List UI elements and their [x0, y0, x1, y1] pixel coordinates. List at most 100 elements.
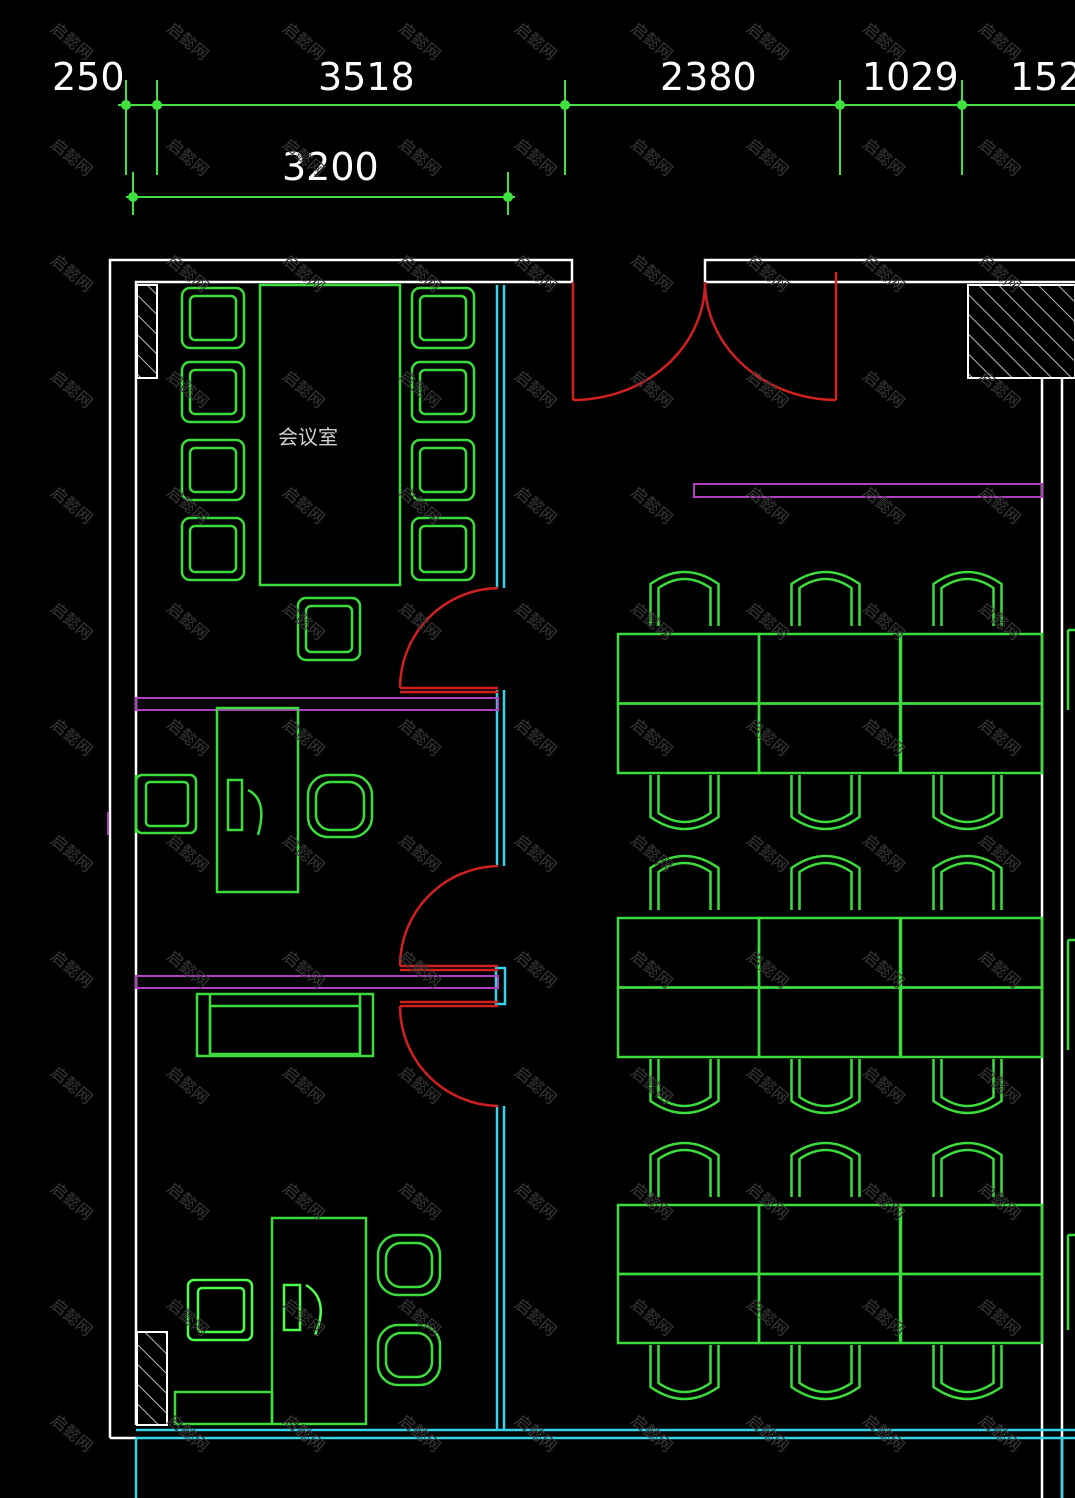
watermark-text: 启懿网 [511, 1063, 560, 1108]
office-3-phone [282, 1283, 323, 1336]
workstation-chair-c3-top-1 [649, 1141, 720, 1197]
watermark-text: 启懿网 [395, 1179, 444, 1224]
exterior-walls [108, 258, 1075, 1498]
office-2 [195, 992, 375, 1058]
workstation-chair-c3-bottom-1 [649, 1345, 720, 1401]
watermark-text: 启懿网 [859, 599, 908, 644]
watermark-text: 启懿网 [511, 1179, 560, 1224]
dimension-label-2380: 2380 [660, 55, 757, 99]
watermark-text: 启懿网 [511, 831, 560, 876]
watermark-text: 启懿网 [859, 483, 908, 528]
watermark-text: 启懿网 [163, 599, 212, 644]
watermark-text: 启懿网 [859, 1179, 908, 1224]
watermark-text: 启懿网 [859, 831, 908, 876]
watermark-text: 启懿网 [859, 251, 908, 296]
workstation-chair-c3-bottom-2 [790, 1345, 861, 1401]
dimension-label-3518: 3518 [318, 55, 415, 99]
watermark-text: 启懿网 [511, 135, 560, 180]
watermark-text: 启懿网 [511, 367, 560, 412]
workstation-chair-c1-bottom-3 [932, 775, 1003, 831]
workstation-desk-c1-top-1 [616, 632, 761, 705]
watermark-text: 启懿网 [47, 947, 96, 992]
office-3 [173, 1216, 442, 1426]
watermark-text: 启懿网 [47, 367, 96, 412]
office-3-desk [270, 1216, 368, 1426]
watermark-text: 启懿网 [743, 483, 792, 528]
watermark-text: 启懿网 [627, 947, 676, 992]
watermark-text: 启懿网 [511, 715, 560, 760]
watermark-text: 启懿网 [279, 19, 328, 64]
workstation-chair-c2-top-1 [649, 854, 720, 910]
dimension-label-1520: 1520 [1010, 55, 1075, 99]
office-3-visitor-chairs [376, 1233, 442, 1387]
watermark-text: 启懿网 [743, 1411, 792, 1456]
watermark-text: 启懿网 [511, 251, 560, 296]
watermark-text: 启懿网 [163, 1179, 212, 1224]
watermark-text: 启懿网 [627, 599, 676, 644]
watermark-text: 启懿网 [743, 251, 792, 296]
workstation-chair-c2-bottom-2 [790, 1059, 861, 1115]
watermark-text: 启懿网 [163, 947, 212, 992]
watermark-text: 启懿网 [627, 831, 676, 876]
workstation-chair-c1-bottom-2 [790, 775, 861, 831]
watermark-text: 启懿网 [743, 135, 792, 180]
meeting-table [258, 283, 402, 587]
workstation-chair-c3-top-2 [790, 1141, 861, 1197]
purple-partitions [107, 483, 1043, 989]
watermark-text: 启懿网 [627, 1411, 676, 1456]
hatched-column-top-right [967, 284, 1075, 379]
watermark-text: 启懿网 [859, 135, 908, 180]
watermark-text: 启懿网 [627, 367, 676, 412]
watermark-layer: 启懿网启懿网启懿网启懿网启懿网启懿网启懿网启懿网启懿网启懿网启懿网启懿网启懿网启… [47, 19, 1024, 1456]
watermark-text: 启懿网 [395, 135, 444, 180]
watermark-text: 启懿网 [163, 483, 212, 528]
watermark-text: 启懿网 [47, 135, 96, 180]
workstation-desk-c2-bottom-3 [899, 986, 1044, 1059]
watermark-text: 启懿网 [627, 251, 676, 296]
workstation-chair-c1-top-2 [790, 570, 861, 626]
office-1 [134, 706, 374, 894]
meeting-chairs-right [410, 286, 476, 582]
watermark-text: 启懿网 [975, 831, 1024, 876]
watermark-text: 启懿网 [627, 483, 676, 528]
watermark-text: 启懿网 [511, 947, 560, 992]
watermark-text: 启懿网 [395, 1411, 444, 1456]
office-1-visitor-chair [306, 773, 374, 839]
watermark-text: 启懿网 [743, 831, 792, 876]
workstation-desk-c1-bottom-3 [899, 702, 1044, 775]
watermark-text: 启懿网 [975, 599, 1024, 644]
watermark-text: 启懿网 [627, 1295, 676, 1340]
workstation-chair-c2-top-2 [790, 854, 861, 910]
watermark-text: 启懿网 [163, 135, 212, 180]
watermark-text: 启懿网 [279, 715, 328, 760]
watermark-text: 启懿网 [395, 715, 444, 760]
watermark-text: 启懿网 [279, 1063, 328, 1108]
watermark-text: 启懿网 [395, 831, 444, 876]
workstation-chair-c3-bottom-3 [932, 1345, 1003, 1401]
meeting-head-chair [296, 596, 362, 662]
watermark-text: 启懿网 [975, 1411, 1024, 1456]
watermark-text: 启懿网 [743, 1295, 792, 1340]
watermark-text: 启懿网 [279, 367, 328, 412]
watermark-text: 启懿网 [743, 715, 792, 760]
watermark-text: 启懿网 [859, 1411, 908, 1456]
watermark-text: 启懿网 [47, 599, 96, 644]
watermark-text: 启懿网 [47, 831, 96, 876]
workstation-chair-c1-bottom-1 [649, 775, 720, 831]
watermark-text: 启懿网 [511, 1411, 560, 1456]
open-workstations [616, 570, 1044, 1401]
workstation-chair-c1-top-3 [932, 570, 1003, 626]
dimension-label-3200: 3200 [282, 145, 379, 189]
watermark-text: 启懿网 [975, 1295, 1024, 1340]
watermark-text: 启懿网 [47, 251, 96, 296]
watermark-text: 启懿网 [975, 135, 1024, 180]
watermark-text: 启懿网 [511, 19, 560, 64]
workstation-desk-c3-top-1 [616, 1203, 761, 1276]
watermark-text: 启懿网 [743, 1179, 792, 1224]
watermark-text: 启懿网 [47, 483, 96, 528]
dimension-label-1029: 1029 [862, 55, 959, 99]
workstation-chair-c3-top-3 [932, 1141, 1003, 1197]
watermark-text: 启懿网 [975, 19, 1024, 64]
watermark-text: 启懿网 [163, 367, 212, 412]
workstation-desk-c3-bottom-3 [899, 1272, 1044, 1345]
